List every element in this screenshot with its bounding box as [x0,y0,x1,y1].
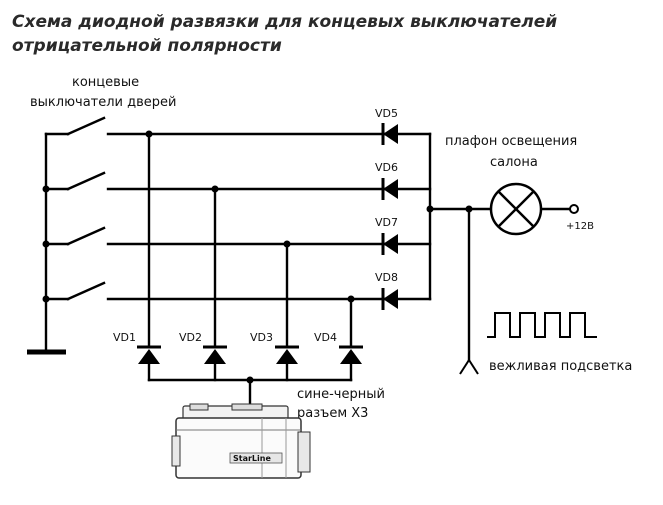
door-switch-3 [42,226,432,248]
courtesy-label: вежливая подсветка [489,359,632,374]
courtesy-output [459,207,479,375]
diode-label-vd6: VD6 [375,161,398,174]
starline-connector-icon: StarLine [171,403,311,479]
diode-vd7 [381,233,398,255]
diode-vd4 [339,345,363,364]
door-switches [42,116,432,303]
diode-vd5 [381,123,398,145]
connector-label-2: разъем Х3 [297,406,368,421]
door-switches-label-1: концевые [72,75,139,90]
connector-label-1: сине-черный [297,387,385,402]
diode-label-vd1: VD1 [113,331,136,344]
door-switches-label-2: выключатели дверей [30,95,177,110]
diode-label-vd8: VD8 [375,271,398,284]
supply-label: +12В [566,221,594,232]
lamp-label-1: плафон освещения [445,134,577,149]
diode-label-vd5: VD5 [375,107,398,120]
diagram-title-line-1: Схема диодной развязки для концевых выкл… [12,12,557,32]
lamp-label-2: салона [490,155,538,170]
diode-label-vd3: VD3 [250,331,273,344]
diode-vd3 [275,345,299,364]
door-switch-1 [44,116,432,136]
diode-label-vd7: VD7 [375,216,398,229]
connector-bus [147,362,353,410]
diode-vd8 [381,288,398,310]
brand-logo-text: StarLine [233,454,271,463]
lamp-branch [426,204,579,214]
door-switch-2 [42,171,432,193]
diode-taps [145,130,355,347]
diode-vd1 [137,345,161,364]
diode-vd2 [203,345,227,364]
diode-label-vd2: VD2 [179,331,202,344]
courtesy-pulse-icon [487,312,597,338]
diagram-title-line-2: отрицательной полярности [12,36,282,56]
cabin-lamp-icon [489,182,543,236]
diode-label-vd4: VD4 [314,331,337,344]
door-switch-4 [42,281,432,303]
diode-vd6 [381,178,398,200]
